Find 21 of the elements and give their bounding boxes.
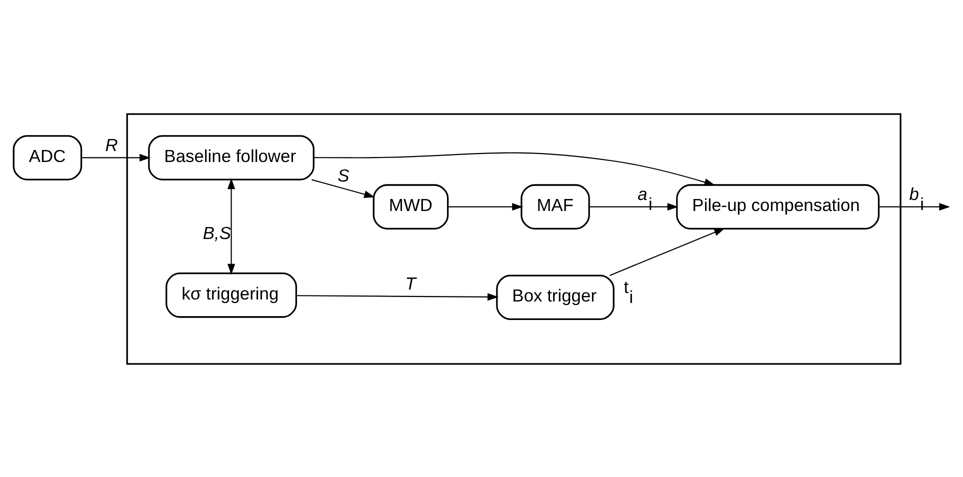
node-box: Pile-up compensation <box>676 184 880 229</box>
arrow <box>879 202 950 210</box>
arrow <box>312 178 376 198</box>
arrow <box>227 178 236 274</box>
arrow <box>589 202 678 210</box>
node-box: MWD <box>372 184 449 229</box>
edge-label: R <box>105 134 118 154</box>
arrow <box>296 292 498 300</box>
node-box: Baseline follower <box>148 134 314 180</box>
edge-label: S <box>338 165 350 186</box>
node-box: MAF <box>520 184 590 229</box>
edge-label: B,S <box>202 222 232 243</box>
cluster <box>126 112 902 364</box>
node-box: kσ triggering <box>166 272 298 318</box>
node-box: ADC <box>12 134 82 180</box>
edge-label: T <box>405 273 416 294</box>
arrow <box>81 153 150 162</box>
node-box: Box trigger <box>496 274 614 320</box>
arrow <box>448 202 524 210</box>
arrow <box>314 152 716 186</box>
arrow <box>610 228 726 276</box>
